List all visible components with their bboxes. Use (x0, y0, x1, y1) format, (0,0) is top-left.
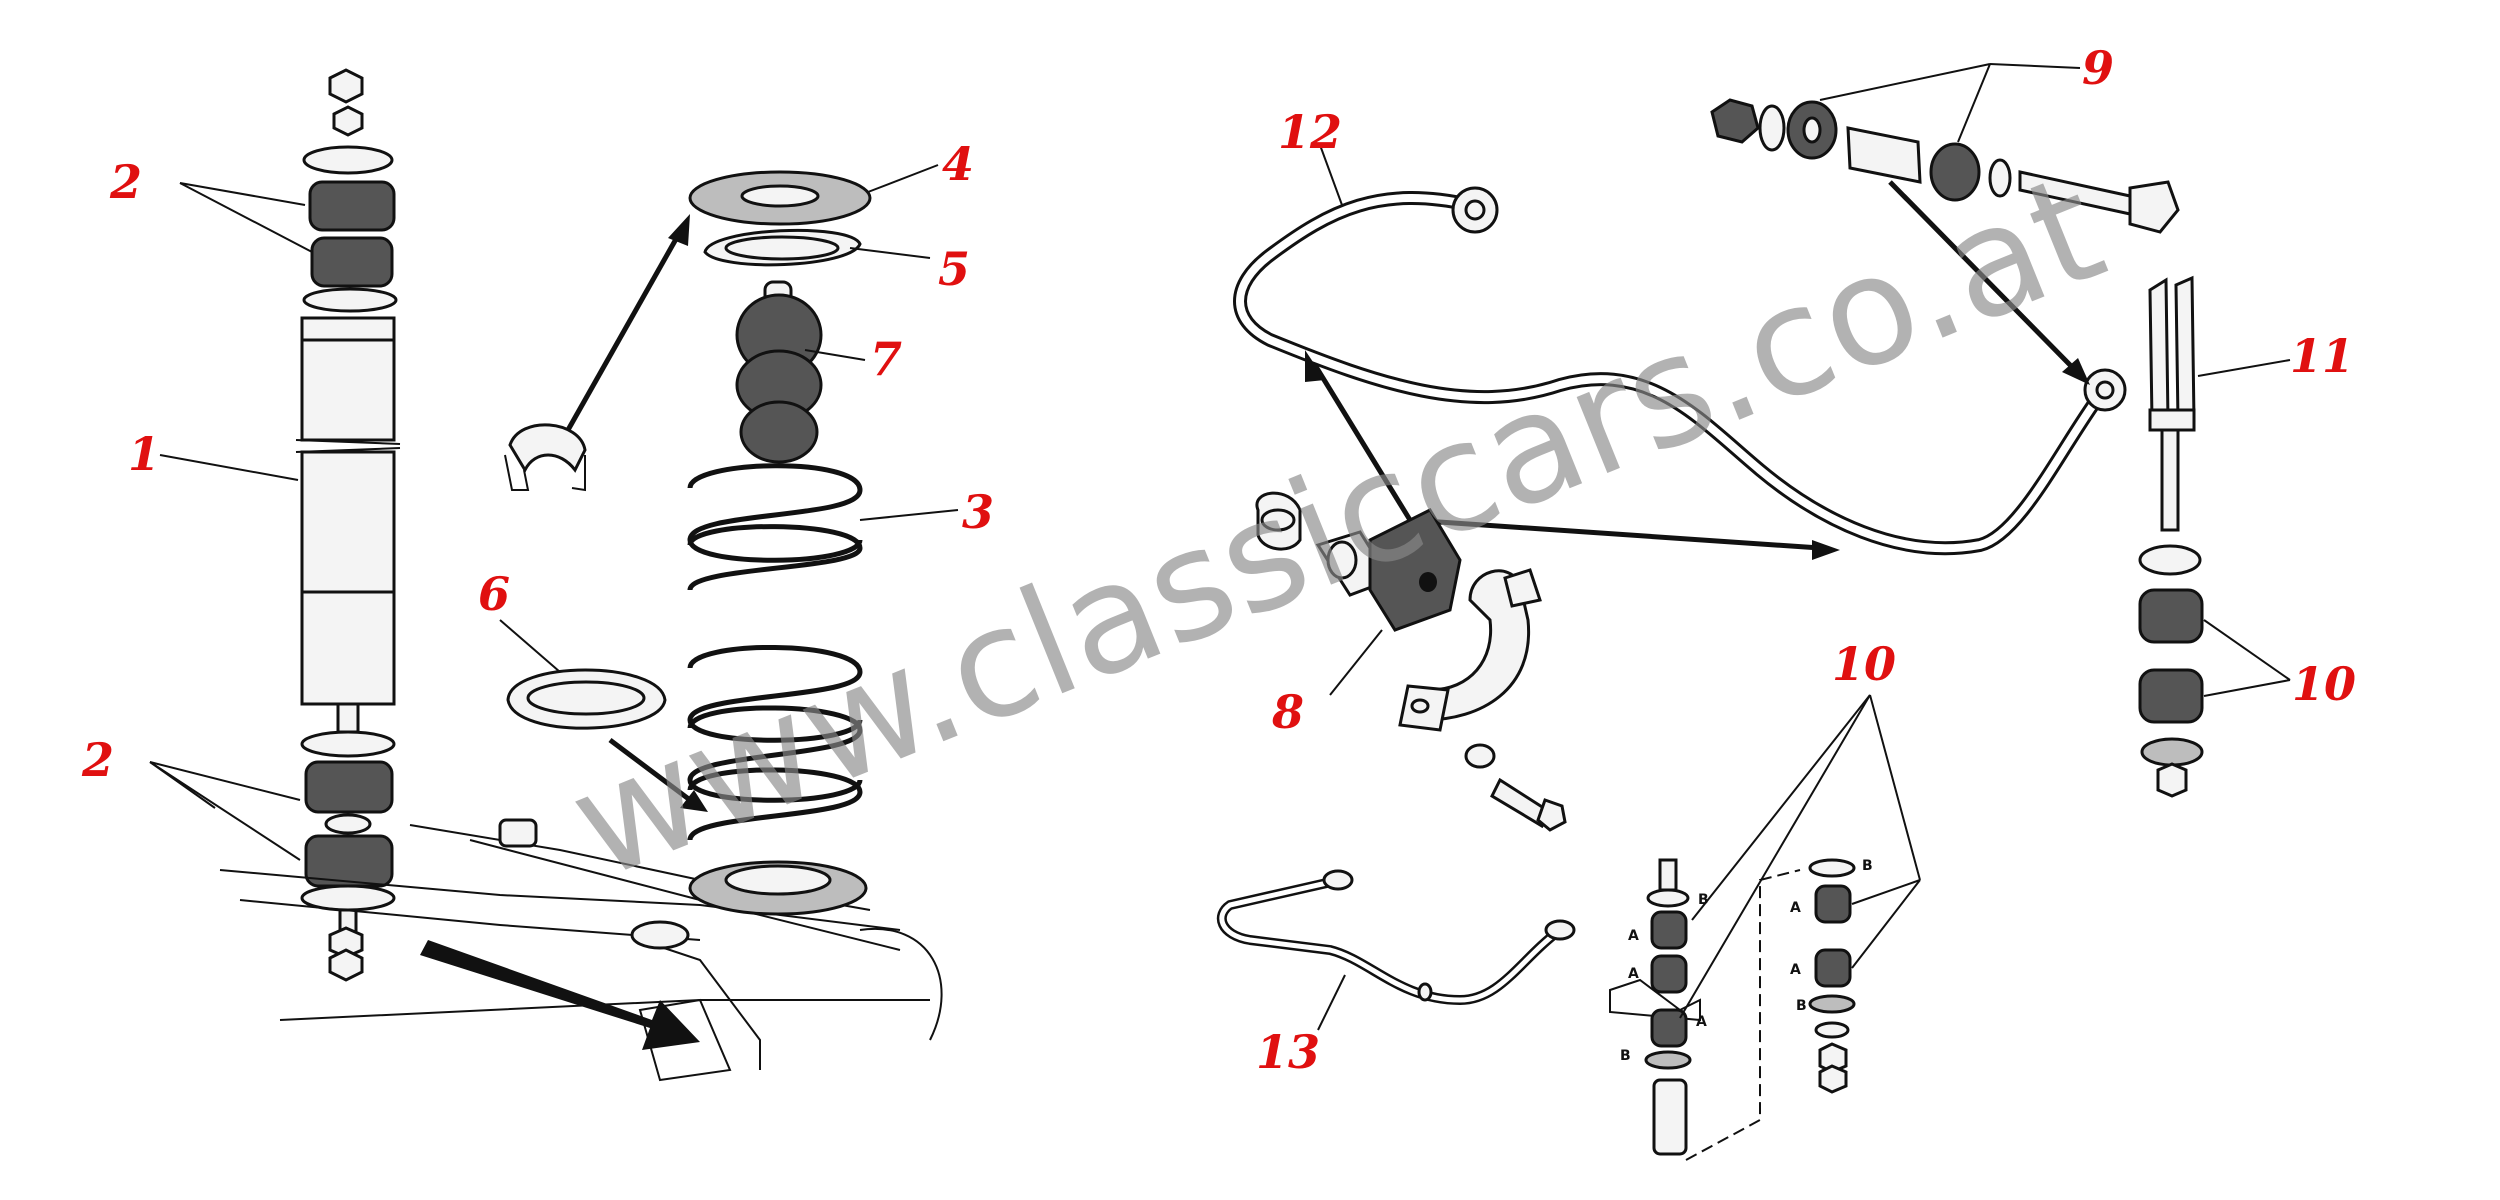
letter-b-4: B (1796, 998, 1807, 1014)
part-number-labels: 2 1 2 4 5 7 3 6 8 12 13 9 11 10 10 (81, 41, 2356, 1079)
label-13: 13 (1256, 1025, 1320, 1079)
letter-a-2: A (1628, 966, 1639, 982)
letter-b-3: B (1862, 858, 1873, 874)
label-11: 11 (2290, 329, 2354, 383)
letter-a-3: A (1696, 1014, 1707, 1030)
label-2-upper: 2 (109, 155, 142, 209)
label-9: 9 (2082, 41, 2114, 95)
arrow-to-crossmember (420, 940, 700, 1050)
drop-link-assembly (2138, 275, 2204, 798)
label-1: 1 (128, 427, 160, 481)
label-10-center: 10 (1832, 637, 1896, 691)
letter-a-4: A (1790, 900, 1801, 916)
label-7: 7 (870, 332, 902, 386)
letter-a-1: A (1628, 928, 1639, 944)
stabiliser-bar-assembly (1233, 180, 2127, 560)
shock-absorber-assembly (295, 68, 401, 982)
bar-bushing-and-bracket (1255, 491, 1567, 832)
letter-b-1: B (1698, 892, 1709, 908)
rear-stabiliser-bar (1216, 869, 1576, 1006)
label-4: 4 (942, 137, 974, 191)
link-bolt-set (1710, 98, 2180, 234)
label-10-right: 10 (2292, 657, 2356, 711)
leader-lines (149, 63, 2291, 1031)
label-6: 6 (478, 567, 510, 621)
label-3: 3 (962, 485, 994, 539)
label-5: 5 (938, 242, 970, 296)
coil-spring-assembly (504, 170, 872, 916)
label-8: 8 (1271, 685, 1304, 739)
label-12: 12 (1278, 105, 1342, 159)
label-2-lower: 2 (81, 733, 114, 787)
letter-a-5: A (1790, 962, 1801, 978)
letter-b-2: B (1620, 1048, 1631, 1064)
stabiliser-link-kits: B A A A B B A A B (1609, 858, 1873, 1161)
